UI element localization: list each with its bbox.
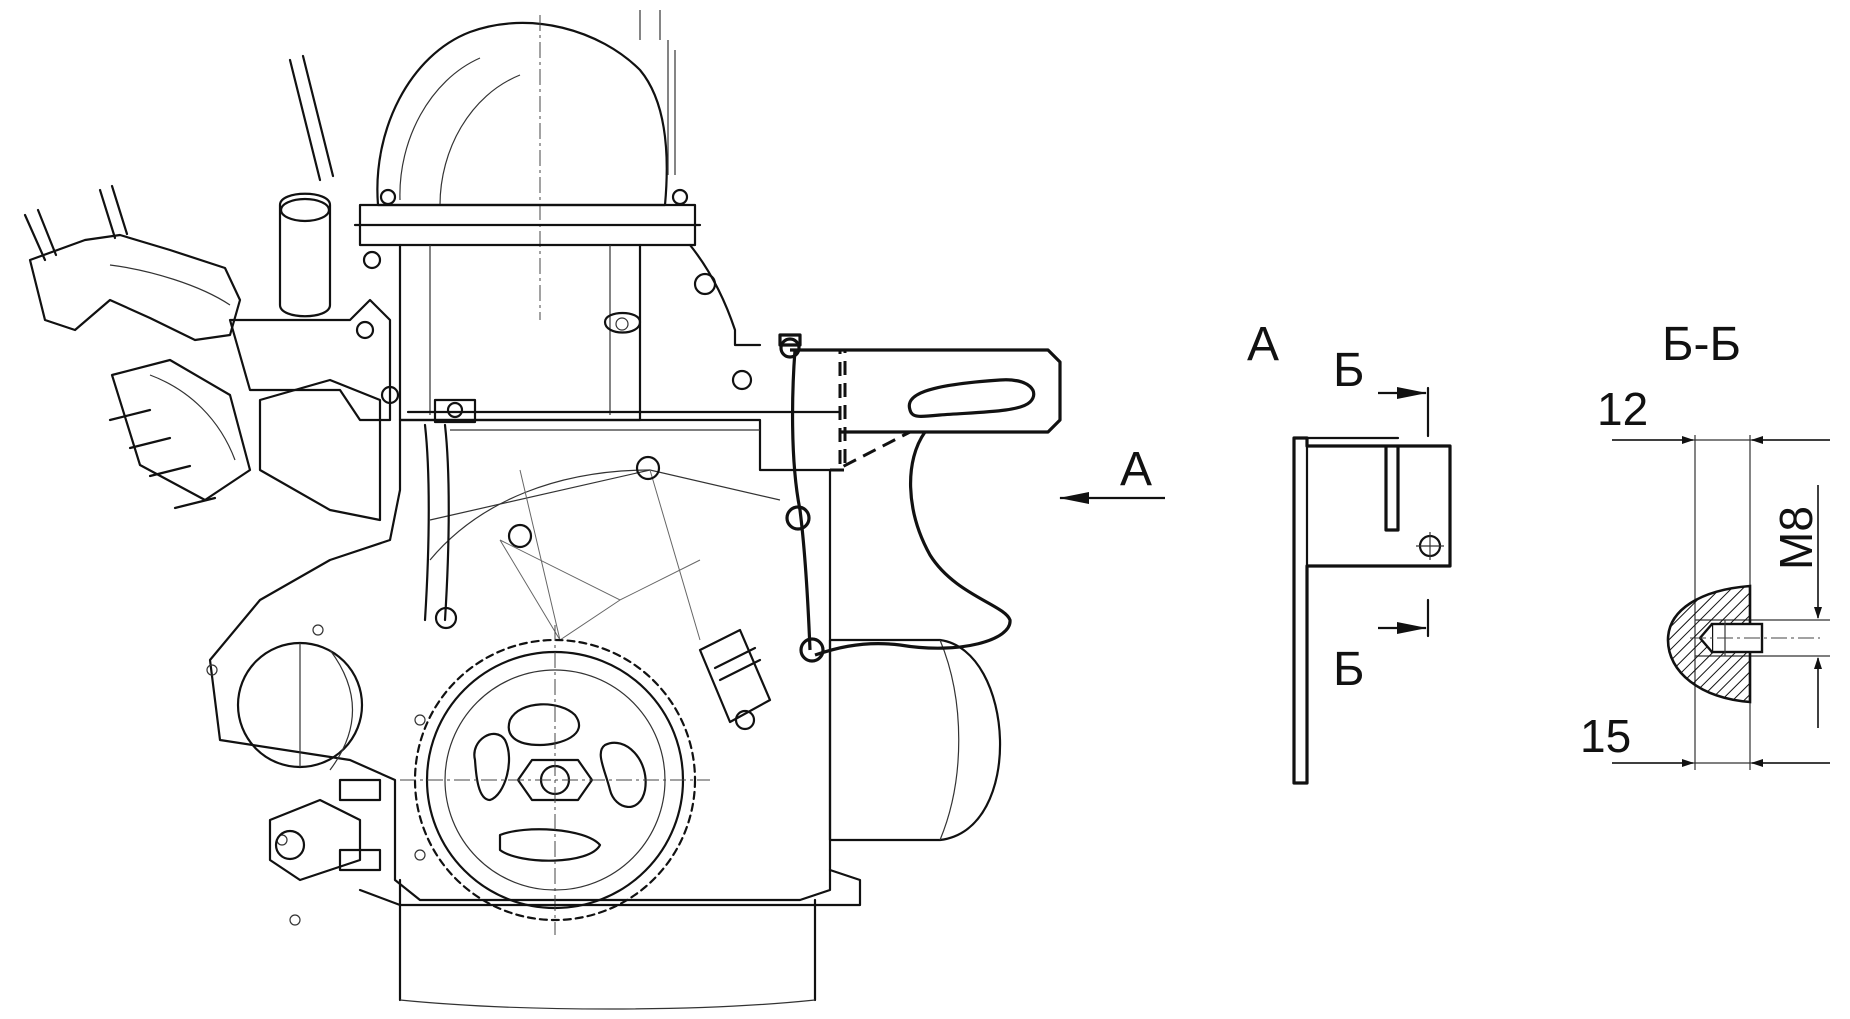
section-b-b: Б-Б 12 15 М8 [1580, 318, 1830, 770]
exhaust-manifold [23, 54, 392, 522]
view-arrow-a: А [1059, 443, 1165, 504]
view-a-title: А [1247, 318, 1279, 371]
section-mark-top: Б [1333, 344, 1365, 397]
dimension-12: 12 [1597, 383, 1648, 435]
timing-sprocket [400, 625, 710, 935]
dimension-15: 15 [1580, 710, 1631, 762]
air-filter-dome [376, 21, 668, 207]
view-a: А Б Б [1247, 318, 1452, 785]
section-mark-bottom: Б [1333, 643, 1365, 696]
dimension-m8: М8 [1770, 506, 1822, 570]
oil-filter [828, 638, 1002, 842]
section-title: Б-Б [1662, 318, 1741, 371]
mounting-bracket [778, 333, 1062, 663]
chain-tensioner [698, 628, 772, 724]
thermostat-housing [278, 192, 332, 318]
view-arrow-label: А [1120, 443, 1152, 496]
engine-assembly [23, 10, 1002, 1010]
cylinder-block [208, 418, 832, 902]
